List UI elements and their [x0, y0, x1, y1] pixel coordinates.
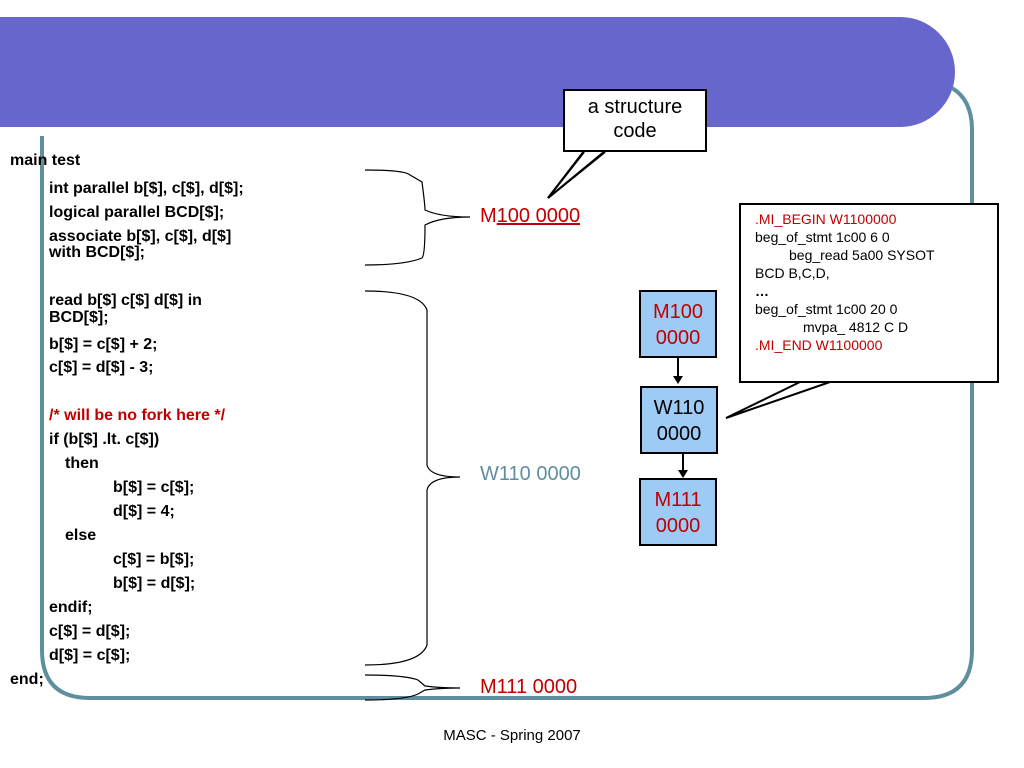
code-line: if (b[$] .lt. c[$])	[49, 431, 160, 448]
info-line: …	[755, 283, 769, 299]
code-line: c[$] = b[$];	[113, 551, 195, 568]
segment-label-w110: W110 0000	[480, 463, 581, 485]
flow-box-line: W110	[653, 397, 705, 419]
code-line: logical parallel BCD[$];	[49, 204, 225, 221]
flow-box-line: 0000	[655, 515, 701, 537]
info-line: .MI_END W1100000	[755, 337, 883, 353]
flow-box-line: M100	[652, 301, 704, 323]
info-line: BCD B,C,D,	[755, 265, 830, 281]
flow-box-m100: M100 0000	[639, 290, 717, 358]
code-line: c[$] = d[$];	[49, 623, 131, 640]
code-line: associate b[$], c[$], d[$]	[49, 228, 232, 245]
segment-label-m100: M100 0000	[480, 205, 581, 227]
code-line: d[$] = 4;	[113, 503, 175, 520]
code-line: d[$] = c[$];	[49, 647, 131, 664]
code-line: endif;	[49, 599, 93, 616]
code-line: else	[65, 527, 97, 544]
flow-box-line: 0000	[655, 327, 701, 349]
code-line: c[$] = d[$] - 3;	[49, 359, 154, 376]
flow-arrowhead-2	[678, 470, 688, 478]
info-line: .MI_BEGIN W1100000	[755, 211, 897, 227]
callout-line: code	[613, 120, 657, 142]
flow-box-m111: M111 0000	[639, 478, 717, 546]
flow-box-w110: W110 0000	[640, 386, 718, 454]
code-line: b[$] = c[$];	[113, 479, 195, 496]
code-line: read b[$] c[$] d[$] in	[49, 292, 202, 309]
callout-pointer-edge	[547, 151, 585, 199]
callout-pointer-edge	[547, 151, 606, 199]
info-line: mvpa_ 4812 C D	[803, 319, 909, 335]
code-line: end;	[10, 671, 44, 688]
code-line: main test	[10, 152, 81, 169]
info-pointer	[725, 381, 831, 419]
code-line: int parallel b[$], c[$], d[$];	[49, 180, 244, 197]
code-line: BCD[$];	[49, 309, 109, 326]
header-band	[0, 17, 955, 127]
code-line: b[$] = d[$];	[113, 575, 196, 592]
microinstruction-box: .MI_BEGIN W1100000 beg_of_stmt 1c00 6 0 …	[739, 203, 999, 383]
callout-line: a structure	[587, 96, 683, 118]
flow-box-line: 0000	[656, 423, 702, 445]
code-comment: /* will be no fork here */	[49, 407, 226, 424]
code-line: with BCD[$];	[49, 244, 145, 261]
brace-declarations	[364, 169, 471, 266]
info-line: beg_of_stmt 1c00 6 0	[755, 229, 890, 245]
segment-label-m111: M111 0000	[480, 676, 578, 698]
info-line: beg_read 5a00 SYSOT	[789, 247, 935, 263]
flow-arrowhead-1	[673, 376, 683, 384]
code-line: b[$] = c[$] + 2;	[49, 336, 158, 353]
code-line: then	[65, 455, 99, 472]
info-line: beg_of_stmt 1c00 20 0	[755, 301, 898, 317]
brace-body	[364, 290, 461, 666]
slide-footer: MASC - Spring 2007	[443, 727, 581, 744]
callout-structure-code: a structure code	[563, 89, 707, 152]
brace-end	[364, 674, 461, 701]
flow-box-line: M111	[654, 489, 702, 511]
content-frame	[40, 86, 974, 700]
